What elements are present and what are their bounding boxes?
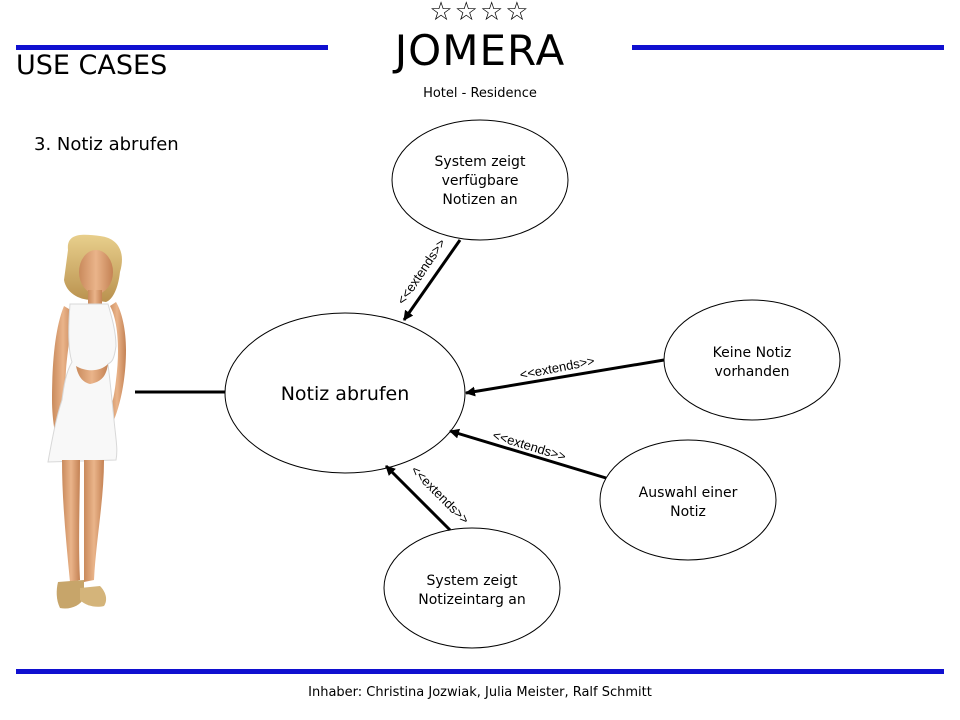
usecase-system-shows-notes-line3: Notizen an [442,192,517,208]
header-rule-right [632,45,944,50]
woman-figure-icon [47,234,126,609]
extends-arrow-bottom [384,464,452,532]
brand-subtitle: Hotel - Residence [423,86,537,101]
extends-arrow-lower-right [449,428,607,480]
usecase-system-shows-entry-line2: Notizeintarg an [418,592,526,608]
footer-rule [16,669,944,674]
extends-arrow-top [402,239,462,321]
footer-owners: Inhaber: Christina Jozwiak, Julia Meiste… [308,685,652,700]
usecase-select-note-line2: Notiz [670,504,706,520]
usecase-notiz-abrufen-label: Notiz abrufen [281,383,410,405]
usecase-no-note-line2: vorhanden [714,364,789,380]
extends-label-bottom: <<extends>> [408,463,472,527]
usecase-no-note[interactable]: Keine Notiz vorhanden [663,299,841,421]
usecase-system-shows-notes-line2: verfügbare [442,173,519,189]
step-title: 3. Notiz abrufen [34,134,179,155]
extends-arrow-right [465,358,665,397]
usecase-system-shows-notes-line1: System zeigt [435,154,526,170]
usecase-system-shows-entry[interactable]: System zeigt Notizeintarg an [383,527,561,649]
usecase-system-shows-entry-line1: System zeigt [427,573,518,589]
rating-stars: ☆☆☆☆ [429,0,531,27]
brand-title: JOMERA [394,26,566,75]
header-rule-left [16,45,328,50]
section-title: USE CASES [16,50,168,81]
usecase-select-note[interactable]: Auswahl einer Notiz [599,439,777,561]
usecase-system-shows-notes[interactable]: System zeigt verfügbare Notizen an [391,119,569,241]
usecase-select-note-line1: Auswahl einer [639,485,738,501]
usecase-no-note-line1: Keine Notiz [713,345,792,361]
usecase-notiz-abrufen[interactable]: Notiz abrufen [224,312,466,474]
